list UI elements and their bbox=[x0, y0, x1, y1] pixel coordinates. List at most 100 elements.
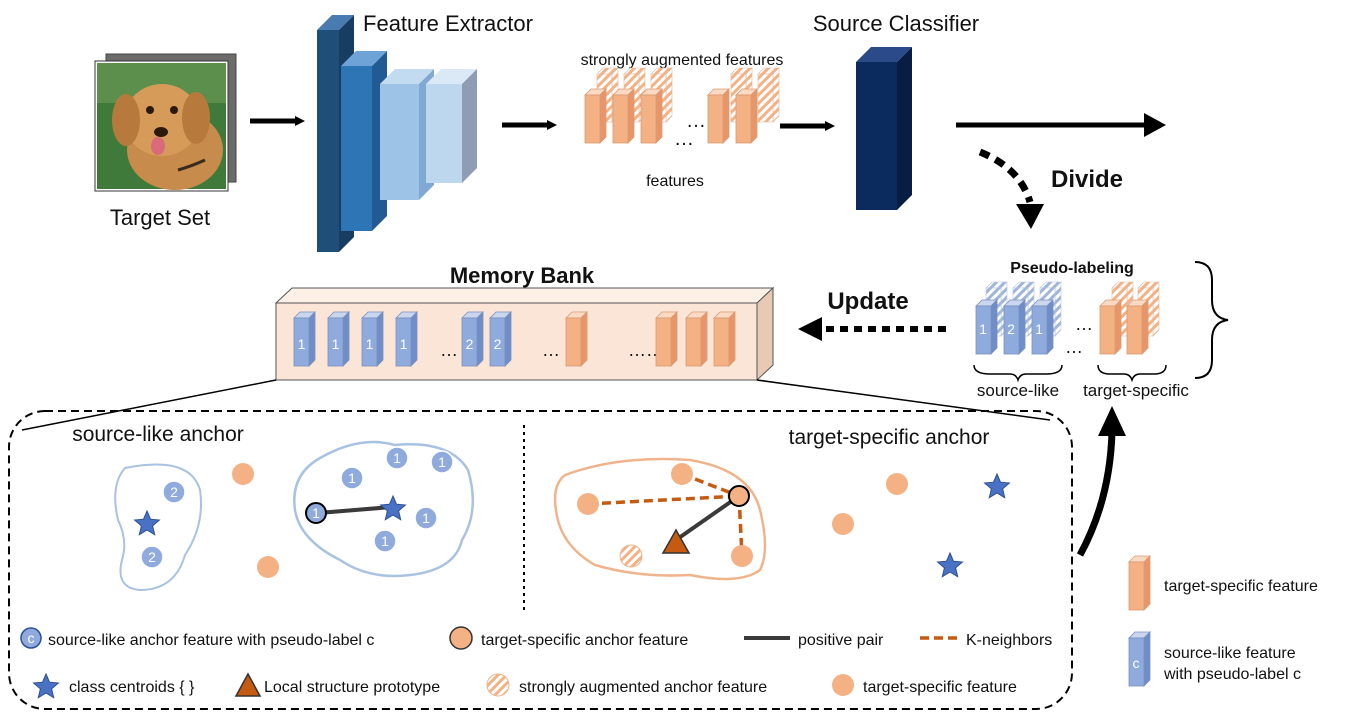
target-feature-dot bbox=[232, 463, 254, 485]
target-feature-dot bbox=[257, 556, 279, 578]
side-legend-source-line2: with pseudo-label c bbox=[1163, 666, 1301, 683]
svg-text:2: 2 bbox=[148, 549, 156, 565]
legend-target-anchor-icon bbox=[449, 626, 473, 650]
funnel-line-right bbox=[756, 379, 1051, 421]
legend-centroid-icon bbox=[32, 672, 60, 699]
pseudo-labeling-label: Pseudo-labeling bbox=[1010, 260, 1134, 277]
divide-arrow bbox=[978, 148, 1034, 204]
cluster-right-point: 1 bbox=[340, 466, 364, 490]
memory-ellipsis: … bbox=[440, 340, 458, 360]
cluster-left-point: 2 bbox=[162, 480, 186, 504]
memory-slot-label: 1 bbox=[366, 336, 374, 352]
memory-ellipsis: … bbox=[542, 340, 560, 360]
side-legend-source-symbol: c bbox=[1133, 655, 1140, 671]
arrow-output-head bbox=[1144, 113, 1166, 137]
legend-class-centroids: class centroids { } bbox=[69, 679, 195, 696]
pseudo-label-3: 1 bbox=[1035, 321, 1043, 337]
memory-slot-label: 2 bbox=[466, 336, 474, 352]
right-curly-brace bbox=[1194, 261, 1229, 379]
target-specific-label: target-specific bbox=[1083, 381, 1189, 400]
source-like-label: source-like bbox=[977, 381, 1059, 400]
memory-target-feature bbox=[655, 311, 678, 367]
legend-strong-anchor: strongly augmented anchor feature bbox=[519, 679, 767, 696]
target-feature-dot bbox=[671, 463, 693, 485]
strong-aug-label: strongly augmented features bbox=[581, 52, 784, 69]
positive-pair-line bbox=[317, 505, 393, 515]
pseudo-label-2: 2 bbox=[1007, 321, 1015, 337]
memory-target-feature bbox=[685, 311, 708, 367]
legend-strong-anchor-icon bbox=[486, 673, 510, 697]
cluster-right-point: 1 bbox=[385, 446, 409, 470]
memory-target-feature bbox=[565, 311, 588, 367]
funnel-line-left bbox=[21, 379, 277, 431]
class-centroid-star bbox=[936, 551, 964, 578]
source-classifier bbox=[856, 47, 912, 210]
legend-source-anchor-icon: c bbox=[20, 627, 42, 649]
source-like-anchor-title: source-like anchor bbox=[72, 423, 244, 446]
features-label: features bbox=[646, 173, 704, 190]
memory-slot-label: 1 bbox=[332, 336, 340, 352]
feedback-arrow-head bbox=[1098, 406, 1126, 436]
side-legend-source-line1: source-like feature bbox=[1164, 645, 1296, 662]
memory-slot-label: 1 bbox=[400, 336, 408, 352]
positive-pair-line bbox=[674, 494, 741, 542]
dog-photo bbox=[97, 63, 226, 190]
feature-ellipsis-top: … bbox=[686, 110, 706, 132]
legend-k-neighbors: K-neighbors bbox=[966, 632, 1052, 649]
legend-source-anchor: source-like anchor feature with pseudo-l… bbox=[48, 632, 374, 649]
memory-bank-title: Memory Bank bbox=[450, 263, 595, 288]
legend-target-feature-icon bbox=[832, 674, 854, 696]
k-neighbor-line bbox=[587, 494, 740, 506]
svg-text:2: 2 bbox=[170, 484, 178, 500]
pseudo-label-1: 1 bbox=[979, 321, 987, 337]
divide-arrow-head bbox=[1016, 204, 1044, 229]
cluster-outline-right bbox=[293, 440, 474, 578]
target-cluster-outline bbox=[553, 457, 767, 581]
side-legend-target-icon bbox=[1128, 555, 1151, 611]
anchor-panel bbox=[8, 410, 1073, 710]
class-centroid-star bbox=[133, 509, 161, 536]
legend-positive-pair: positive pair bbox=[798, 632, 884, 649]
memory-target-feature bbox=[713, 311, 736, 367]
target-set-images bbox=[94, 53, 237, 192]
side-legend-target: target-specific feature bbox=[1164, 578, 1318, 595]
target-anchor-point bbox=[728, 485, 750, 507]
svg-text:1: 1 bbox=[381, 533, 389, 549]
svg-text:1: 1 bbox=[422, 510, 430, 526]
cluster-left-point: 2 bbox=[140, 545, 164, 569]
cluster-outline-left bbox=[114, 463, 202, 592]
local-prototype-triangle bbox=[661, 528, 691, 554]
update-arrow-head bbox=[798, 317, 822, 341]
pseudo-ellipsis-top: … bbox=[1075, 314, 1093, 334]
feature-extractor-label: Feature Extractor bbox=[363, 11, 533, 36]
target-feature-dot bbox=[832, 513, 854, 535]
update-label: Update bbox=[827, 288, 908, 315]
feedback-arrow bbox=[1076, 431, 1116, 557]
class-centroid-star bbox=[983, 472, 1011, 499]
pseudo-ellipsis-bottom: … bbox=[1065, 337, 1083, 357]
source-like-brace bbox=[973, 364, 1063, 383]
legend-local-prototype: Local structure prototype bbox=[264, 679, 440, 696]
legend-prototype-icon bbox=[234, 672, 262, 697]
target-feature-dot bbox=[886, 473, 908, 495]
cluster-right-point: 1 bbox=[430, 450, 454, 474]
svg-text:c: c bbox=[28, 630, 35, 646]
cluster-right-point: 1 bbox=[373, 529, 397, 553]
target-feature-dot bbox=[577, 493, 599, 515]
cluster-right-point: 1 bbox=[414, 506, 438, 530]
source-classifier-label: Source Classifier bbox=[813, 11, 979, 36]
source-anchor-point: 1 bbox=[305, 502, 327, 524]
svg-text:1: 1 bbox=[348, 470, 356, 486]
class-centroid-star bbox=[379, 494, 407, 521]
memory-slot-label: 1 bbox=[298, 336, 306, 352]
legend-target-feature: target-specific feature bbox=[863, 679, 1017, 696]
memory-slot-label: 2 bbox=[494, 336, 502, 352]
target-specific-brace bbox=[1097, 364, 1167, 383]
target-specific-anchor-title: target-specific anchor bbox=[789, 426, 990, 449]
strong-aug-anchor-point bbox=[619, 544, 643, 568]
feature-extractor bbox=[317, 15, 477, 252]
svg-text:1: 1 bbox=[312, 505, 320, 521]
svg-text:1: 1 bbox=[438, 454, 446, 470]
target-feature-dot bbox=[731, 545, 753, 567]
